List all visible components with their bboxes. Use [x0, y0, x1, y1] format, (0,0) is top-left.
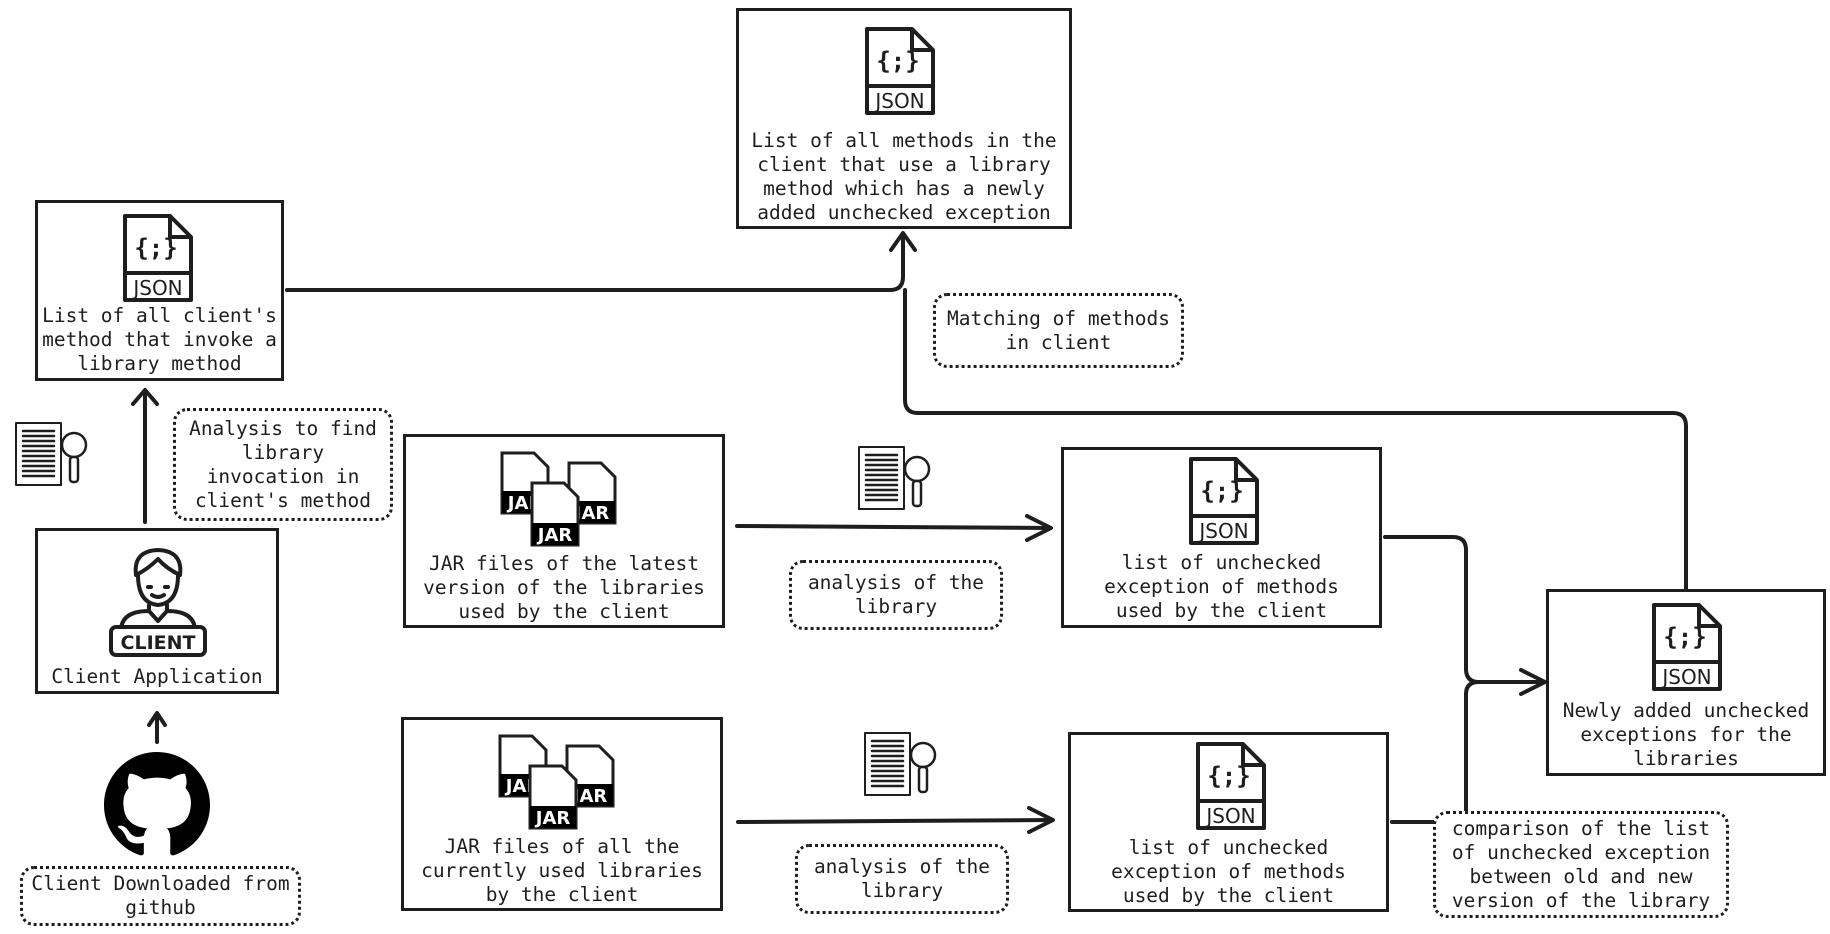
- arrow-current-to-newly: [1390, 680, 1481, 824]
- analysis-library-top-note: analysis of the library: [789, 560, 1003, 630]
- json-file-icon: {;} JSON: [1652, 603, 1722, 691]
- svg-text:{;}: {;}: [1207, 762, 1250, 790]
- svg-text:{;}: {;}: [1200, 477, 1243, 505]
- document-magnifier-icon: [14, 421, 88, 487]
- arrow-latest-analysis: [735, 524, 1051, 530]
- latest-jars-label: JAR files of the latest version of the l…: [423, 552, 705, 623]
- latest-jars-box: JAR JAR JAR JAR files of the latest vers…: [403, 434, 725, 628]
- svg-text:JSON: JSON: [873, 89, 924, 113]
- client-methods-json-label: List of all client's method that invoke …: [42, 304, 277, 375]
- json-file-icon: {;} JSON: [865, 27, 935, 115]
- jar-files-icon: JAR JAR JAR: [498, 734, 615, 830]
- client-application-label: Client Application: [51, 665, 263, 688]
- analysis-client-note: Analysis to find library invocation in c…: [173, 408, 393, 521]
- svg-text:JAR: JAR: [573, 503, 610, 524]
- unchecked-latest-json-box: {;} JSON list of unchecked exception of …: [1061, 447, 1382, 628]
- svg-text:{;}: {;}: [876, 47, 919, 75]
- document-magnifier-icon: [857, 445, 931, 511]
- result-json-label: List of all methods in the client that u…: [751, 129, 1057, 224]
- svg-text:CLIENT: CLIENT: [121, 632, 196, 654]
- analysis-library-bottom-note: analysis of the library: [795, 844, 1009, 914]
- jar-files-icon: JAR JAR JAR: [500, 451, 617, 547]
- arrow-newly-to-result: [903, 288, 1688, 596]
- current-jars-label: JAR files of all the currently used libr…: [421, 835, 703, 906]
- svg-text:{;}: {;}: [134, 234, 177, 262]
- arrow-clientjson-to-result: [285, 233, 905, 292]
- result-json-box: {;} JSON List of all methods in the clie…: [736, 8, 1072, 229]
- svg-text:JSON: JSON: [1197, 519, 1248, 543]
- json-file-icon: {;} JSON: [123, 214, 193, 302]
- svg-text:JSON: JSON: [131, 276, 182, 300]
- json-file-icon: {;} JSON: [1196, 742, 1266, 830]
- svg-text:JAR: JAR: [534, 808, 571, 829]
- client-methods-json-box: {;} JSON List of all client's method tha…: [35, 200, 284, 381]
- client-application-box: CLIENT Client Application: [35, 528, 279, 694]
- svg-text:JSON: JSON: [1204, 804, 1255, 828]
- comparison-note: comparison of the list of unchecked exce…: [1433, 811, 1729, 918]
- arrow-latest-to-newly: [1383, 535, 1545, 684]
- svg-text:{;}: {;}: [1663, 623, 1706, 651]
- client-person-icon: CLIENT: [109, 548, 207, 657]
- unchecked-current-json-label: list of unchecked exception of methods u…: [1111, 836, 1346, 907]
- svg-text:JAR: JAR: [571, 786, 608, 807]
- unchecked-current-json-box: {;} JSON list of unchecked exception of …: [1068, 732, 1389, 912]
- matching-note: Matching of methods in client: [933, 293, 1184, 368]
- unchecked-latest-json-label: list of unchecked exception of methods u…: [1104, 551, 1339, 622]
- current-jars-box: JAR JAR JAR JAR files of all the current…: [401, 717, 723, 911]
- github-icon: [104, 752, 210, 856]
- json-file-icon: {;} JSON: [1189, 457, 1259, 545]
- svg-text:JSON: JSON: [1660, 665, 1711, 689]
- newly-added-json-label: Newly added unchecked exceptions for the…: [1562, 699, 1810, 770]
- svg-text:JAR: JAR: [536, 525, 573, 546]
- github-download-note: Client Downloaded from github: [20, 866, 301, 926]
- arrow-current-analysis: [736, 818, 1053, 824]
- newly-added-json-box: {;} JSON Newly added unchecked exception…: [1546, 589, 1826, 776]
- document-magnifier-icon: [863, 731, 937, 797]
